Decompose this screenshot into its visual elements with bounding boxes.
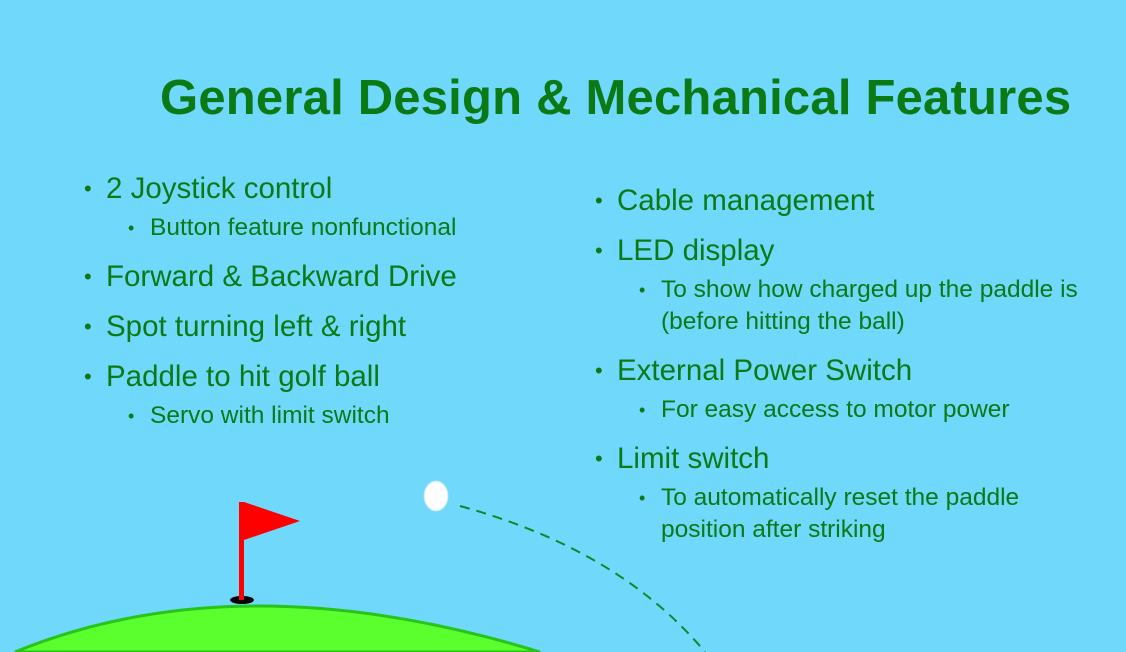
sub-bullet-motor-power: For easy access to motor power: [595, 394, 1095, 426]
golf-ball-icon: [423, 480, 449, 512]
bullet-forward-backward-drive: Forward & Backward Drive: [84, 260, 564, 294]
sub-bullet-servo: Servo with limit switch: [84, 400, 564, 432]
bullet-spot-turning: Spot turning left & right: [84, 310, 564, 344]
left-bullet-list: 2 Joystick control Button feature nonfun…: [84, 172, 564, 432]
bullet-led-display: LED display: [595, 234, 1095, 268]
bullet-external-power-switch: External Power Switch: [595, 354, 1095, 388]
bullet-limit-switch: Limit switch: [595, 442, 1095, 476]
grass-hill: [14, 604, 541, 652]
flag-pole: [239, 502, 244, 600]
sub-bullet-led-charge: To show how charged up the paddle is (be…: [595, 274, 1081, 338]
bullet-paddle: Paddle to hit golf ball: [84, 360, 564, 394]
right-bullet-list: Cable management LED display To show how…: [595, 184, 1095, 546]
sub-bullet-button-feature: Button feature nonfunctional: [84, 212, 564, 244]
sub-bullet-reset-paddle: To automatically reset the paddle positi…: [595, 482, 1101, 546]
bullet-joystick-control: 2 Joystick control: [84, 172, 564, 206]
flag-icon: [244, 502, 300, 540]
bullet-cable-management: Cable management: [595, 184, 1095, 218]
ball-trajectory: [459, 505, 706, 652]
slide-title: General Design & Mechanical Features: [160, 71, 1072, 125]
